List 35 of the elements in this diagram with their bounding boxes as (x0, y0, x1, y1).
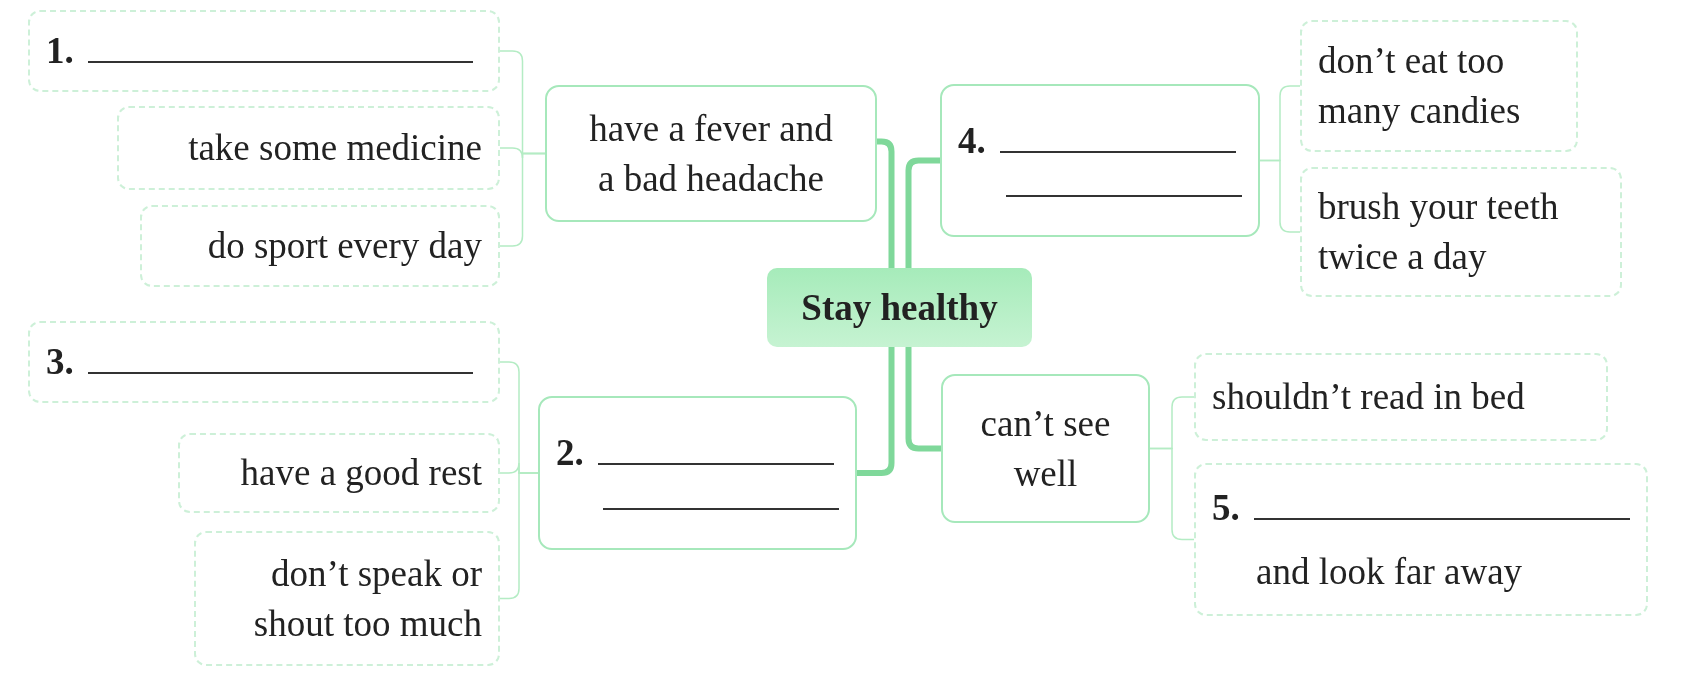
leaf-box (194, 531, 500, 666)
question-number: 5. (1212, 485, 1240, 530)
node-label: do sport every day (206, 224, 482, 269)
branch-box (941, 374, 1150, 523)
leaf-box (1194, 463, 1648, 616)
node-label: take some medicine (187, 126, 482, 171)
node-label: don’t eat too many candies (1318, 39, 1522, 133)
leaf-box (117, 106, 500, 190)
question-number: 4. (958, 118, 986, 163)
connector-line (877, 138, 895, 268)
leaf-box (140, 205, 500, 287)
branch-box (538, 396, 857, 550)
leaf-box (1300, 20, 1578, 152)
leaf-box (28, 321, 500, 403)
node-label: shouldn’t read in bed (1212, 375, 1526, 420)
connector-line (499, 152, 546, 247)
question-number: 1. (46, 29, 74, 74)
node-label: can’t see well (979, 401, 1112, 496)
connector-line (499, 472, 539, 600)
node-label: don’t speak or shout too much (252, 551, 482, 646)
node-label: and look far away (1255, 549, 1524, 594)
topic-label: Stay healthy (801, 285, 998, 330)
node-label: brush your teeth twice a day (1318, 185, 1560, 279)
leaf-box (1194, 353, 1608, 441)
question-number: 3. (46, 340, 74, 385)
node-label: have a good rest (239, 451, 482, 496)
topic-box (767, 268, 1032, 347)
question-number: 2. (556, 431, 584, 476)
node-label: have a fever and a bad headache (588, 106, 834, 201)
connector-line (1149, 447, 1195, 541)
branch-box (940, 84, 1260, 237)
leaf-box (1300, 167, 1622, 297)
branch-box (545, 85, 877, 222)
leaf-box (178, 433, 500, 513)
leaf-box (28, 10, 500, 92)
